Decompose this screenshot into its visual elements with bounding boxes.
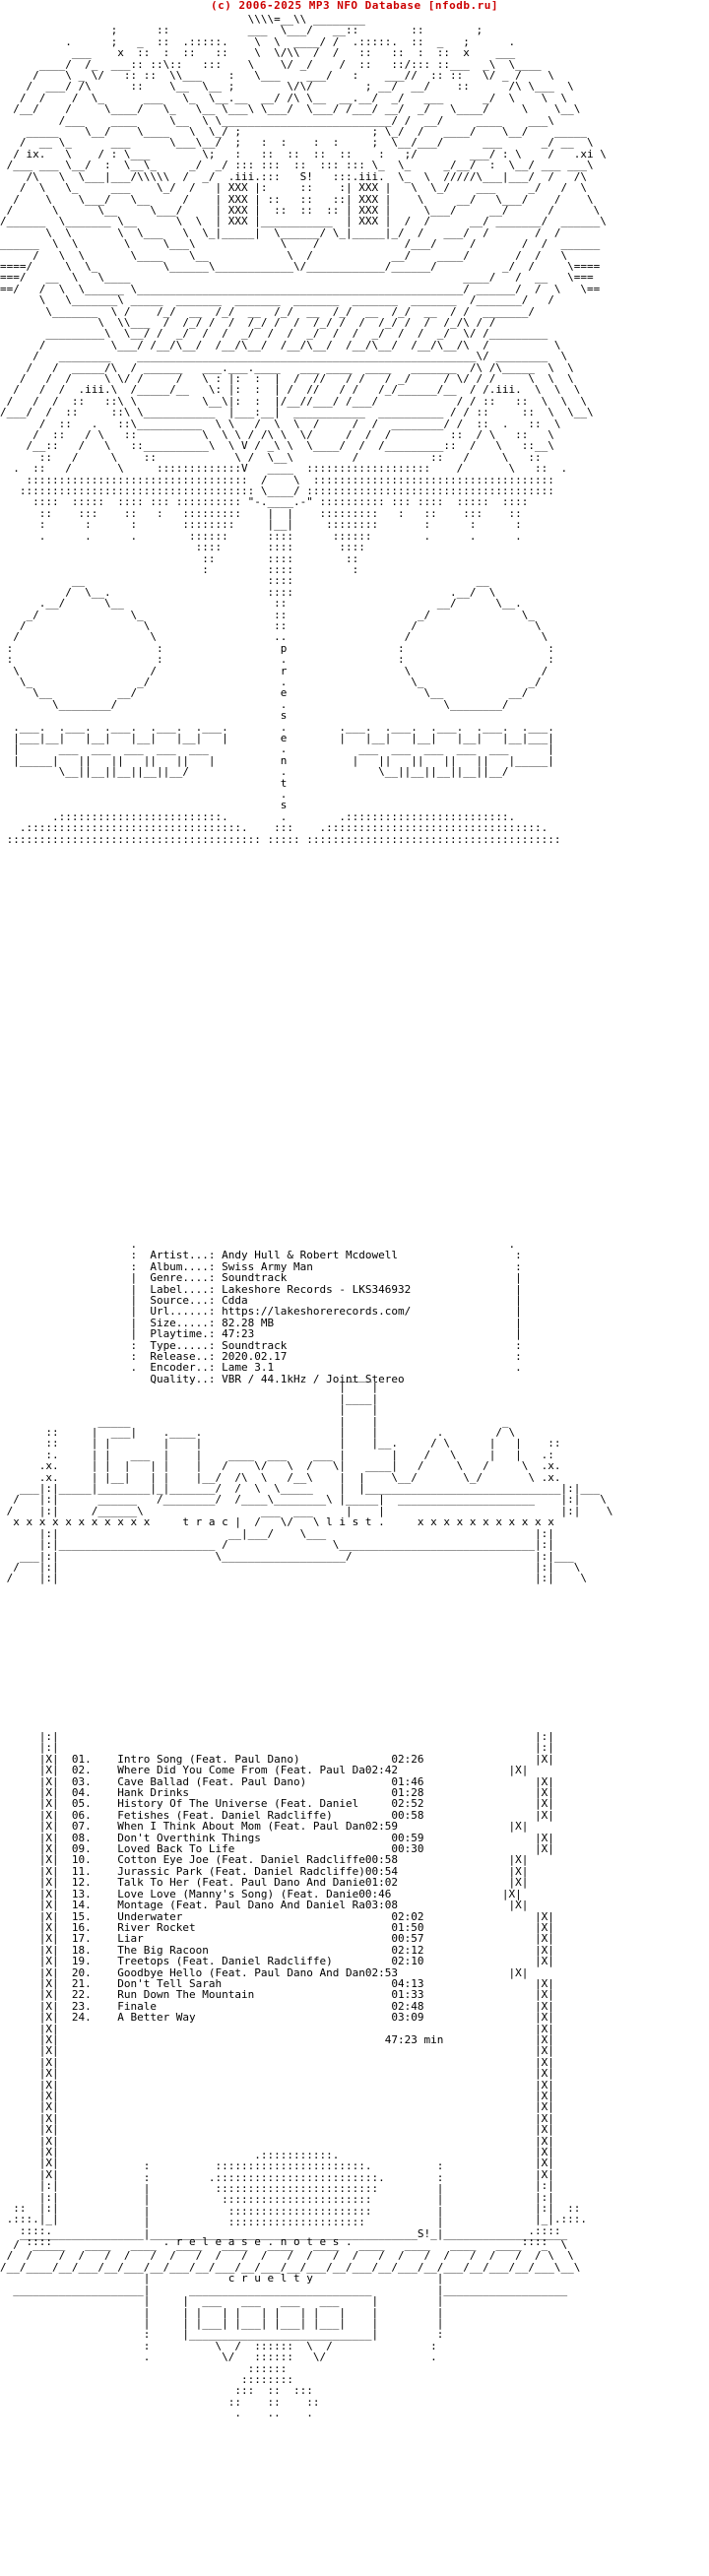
ascii-art-banner: \\\\=__\\ ________ ; :: ___ \___/ __:: :… [0,13,607,846]
group-logo-art: .:::::::::::. : :::::::::::::::::::::::.… [0,2148,581,2420]
release-info: . . : Artist...: Andy Hull & Robert Mcdo… [130,1238,522,1385]
tracklist: |:| |:| |:| |:| |X| 01. Intro Song (Feat [6,1730,588,2249]
tracklist-header-art: ____ | | |____| | | ___ [6,1370,613,1585]
nfo-header: (c) 2006-2025 MP3 NFO Database [nfodb.ru… [210,0,499,12]
